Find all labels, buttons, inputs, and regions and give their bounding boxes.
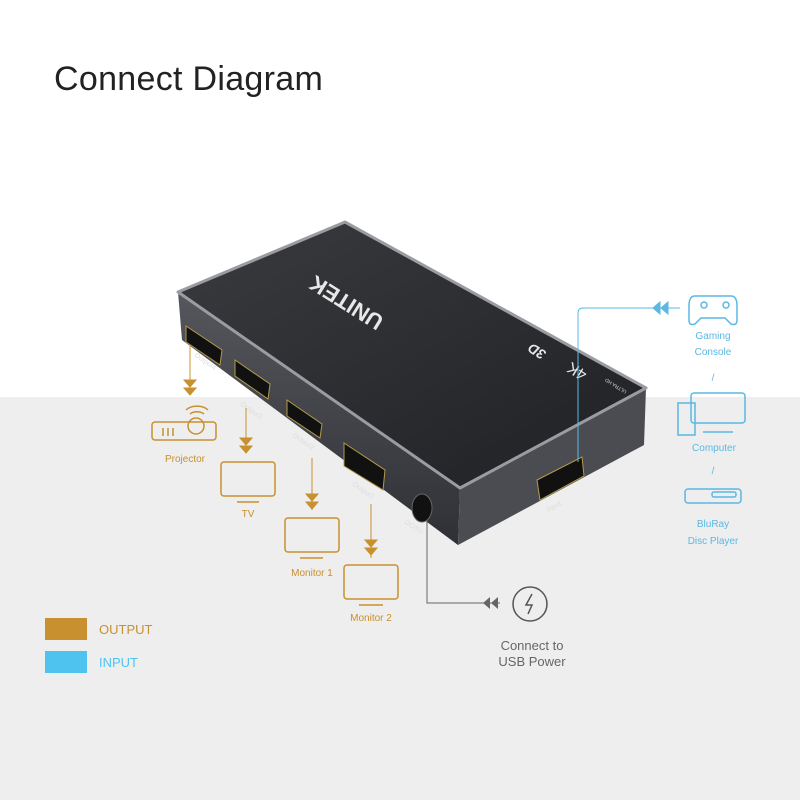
bluray-label-1: BluRay <box>697 519 729 530</box>
gaming-console-label-2: Console <box>695 347 732 358</box>
legend-input-label: INPUT <box>99 654 138 670</box>
separator: / <box>712 373 715 384</box>
device-top-face <box>176 220 648 490</box>
bluray-player-icon <box>684 488 742 504</box>
gaming-console-icon <box>688 295 738 326</box>
tv-label: TV <box>242 509 255 520</box>
projector-label: Projector <box>165 454 206 465</box>
computer-label: Computer <box>692 443 737 454</box>
legend-output: OUTPUT <box>45 618 152 640</box>
computer-icon <box>677 392 746 436</box>
hdmi-splitter-device: UNITEK 4K 3D ULTRA HD Output4 Output3 Ou… <box>176 220 648 545</box>
svg-text:Input: Input <box>546 500 563 514</box>
svg-text:Output1: Output1 <box>351 481 376 501</box>
monitor-2-icon <box>343 564 399 606</box>
legend-output-label: OUTPUT <box>99 621 153 637</box>
bluray-label-2: Disc Player <box>688 536 739 547</box>
separator: / <box>712 466 715 477</box>
power-label-2: USB Power <box>498 654 566 669</box>
monitor-2-label: Monitor 2 <box>350 613 392 624</box>
output-connections <box>182 345 379 558</box>
power-label-1: Connect to <box>501 638 564 653</box>
projector-icon <box>151 405 217 441</box>
legend-input: INPUT <box>45 651 138 673</box>
gaming-console-label-1: Gaming <box>695 331 730 342</box>
svg-text:Output3: Output3 <box>239 401 264 421</box>
usb-power-icon <box>512 586 548 622</box>
device-front-face <box>178 292 460 545</box>
monitor-1-label: Monitor 1 <box>291 568 333 579</box>
output-swatch <box>45 618 87 640</box>
monitor-1-icon <box>284 517 340 559</box>
page-title: Connect Diagram <box>54 60 324 98</box>
device-side-face <box>458 388 646 545</box>
input-swatch <box>45 651 87 673</box>
input-connection <box>577 300 680 462</box>
power-connection: Connect to USB Power <box>426 520 566 669</box>
tv-icon <box>220 461 276 503</box>
